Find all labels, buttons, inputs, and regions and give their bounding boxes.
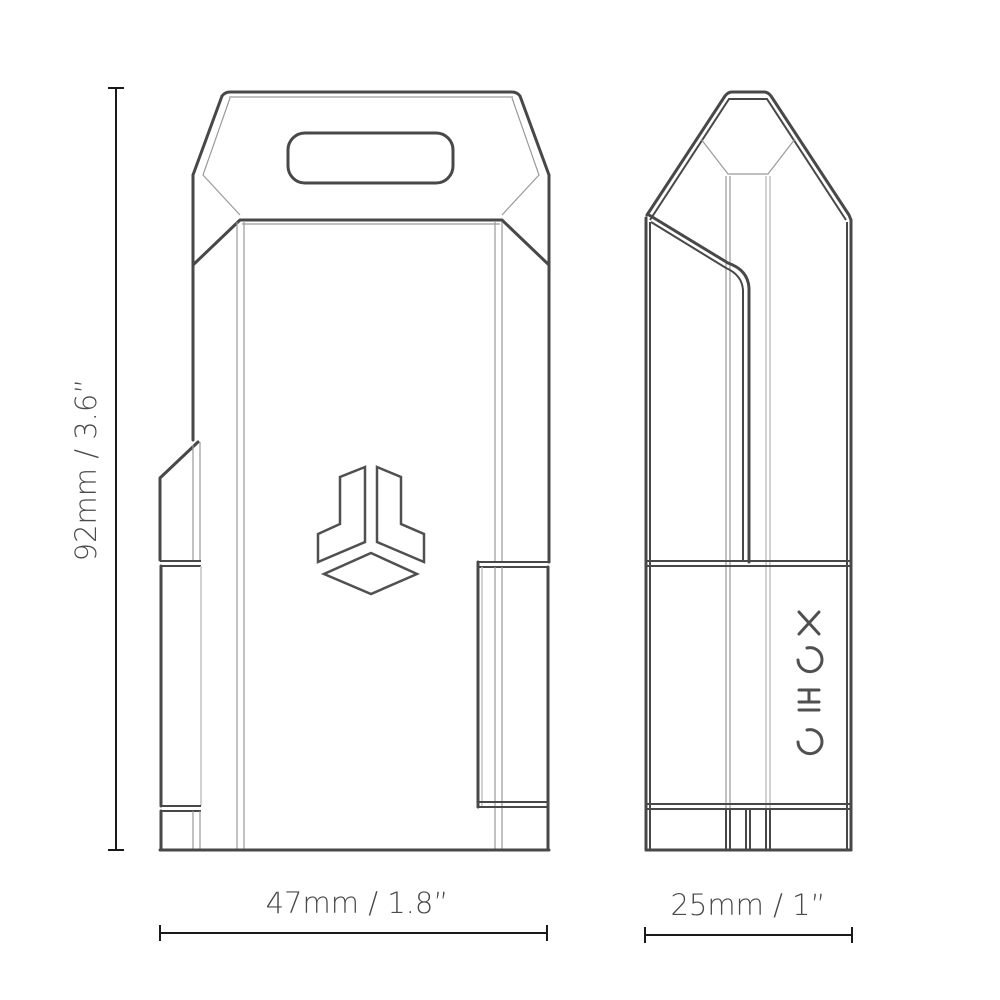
- front-view: [158, 90, 551, 852]
- handle-cutout: [286, 131, 455, 185]
- height-label: 92mm / 3.6”: [69, 379, 103, 562]
- ohox-brand-mark: [796, 610, 824, 756]
- brand-logo-icon: [316, 465, 426, 596]
- height-dimension: 92mm / 3.6”: [69, 87, 124, 851]
- depth-label: 25mm / 1”: [670, 888, 825, 922]
- side-view: [644, 90, 853, 852]
- width-label: 47mm / 1.8”: [266, 886, 449, 920]
- width-dimension: 47mm / 1.8”: [159, 886, 548, 941]
- depth-dimension: 25mm / 1”: [644, 888, 853, 943]
